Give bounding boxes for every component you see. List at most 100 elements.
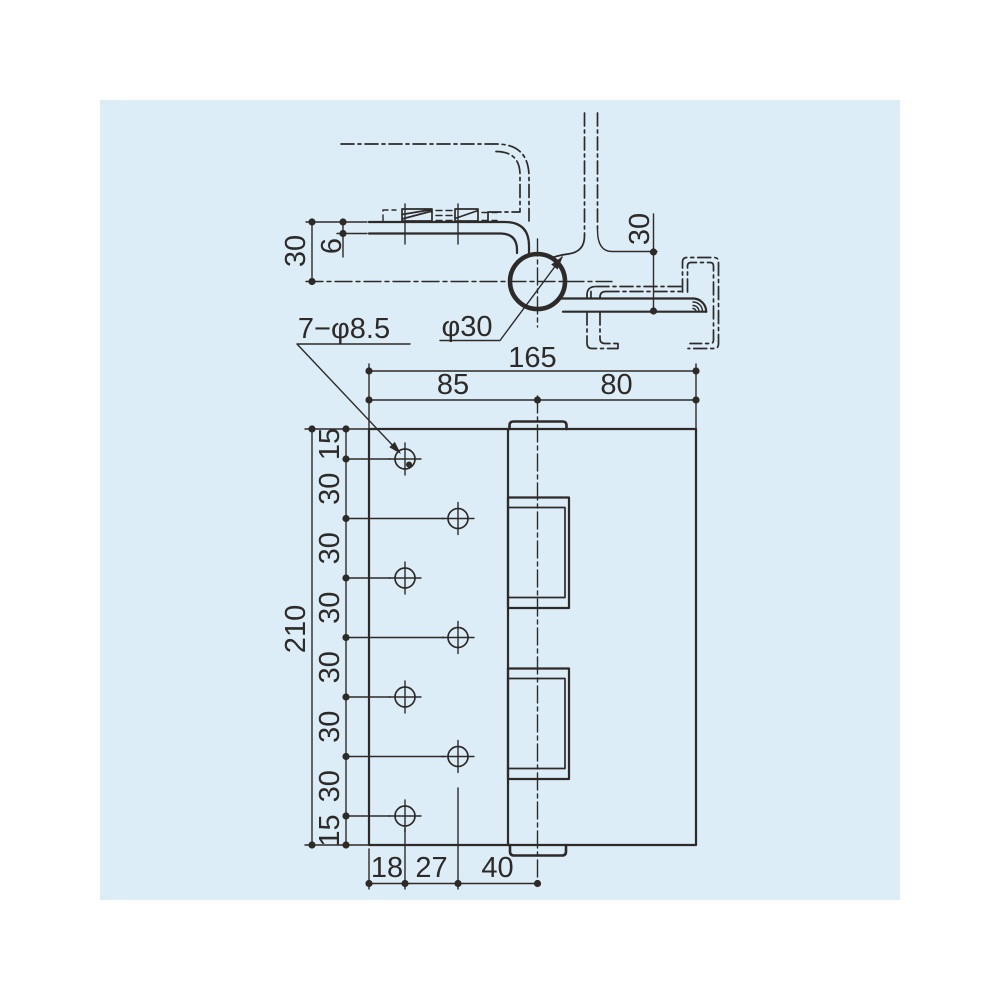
- dim-dot: [342, 514, 350, 523]
- dim-total-height-label: 210: [280, 605, 312, 653]
- dim-right-offset-label: 30: [624, 213, 656, 245]
- dim-dot: [339, 218, 347, 226]
- pin-top-cap: [508, 420, 568, 431]
- right-frame-chain-doubles: [586, 285, 682, 298]
- dim-dot: [365, 367, 373, 375]
- dim-dot: [401, 879, 409, 888]
- dim-dot: [692, 396, 700, 404]
- hole-crosshair: [388, 561, 422, 595]
- dim-lines: [304, 428, 370, 846]
- sleeve-outline: [506, 667, 571, 781]
- hole-note-text: 7−φ8.5: [298, 313, 390, 345]
- hole-3: [388, 561, 422, 595]
- dim-dot: [649, 248, 658, 256]
- left-leaf-section: [367, 220, 531, 255]
- hole-crosshair: [441, 620, 475, 655]
- spacing-label-8: 15: [314, 814, 346, 846]
- spacing-label-2: 30: [314, 473, 346, 505]
- screw-bracket-dashes: [382, 209, 498, 222]
- dim-leaf-widths: 85 80: [368, 369, 697, 401]
- dim-40-label: 40: [481, 852, 513, 884]
- hole-1: [388, 442, 422, 476]
- dim-dot: [342, 812, 350, 820]
- hole-crosshair: [388, 680, 422, 714]
- dim-dot: [365, 396, 373, 404]
- dim-dot: [308, 841, 316, 849]
- dim-left-leaf-label: 85: [437, 369, 469, 401]
- hole-4: [441, 620, 475, 655]
- spacing-label-5: 30: [314, 651, 346, 683]
- frame-chain-line: [340, 143, 530, 222]
- dim-dot: [308, 277, 316, 286]
- hole-7: [388, 799, 422, 833]
- hole-6: [441, 739, 475, 774]
- hole-crosshair: [388, 442, 422, 476]
- dim-dot: [342, 633, 350, 642]
- door-phantom-strap: [551, 112, 658, 259]
- left-leaf-bottom-surface: [367, 232, 519, 255]
- right-frame-lower-left: [586, 294, 619, 350]
- dim-27-label: 27: [415, 852, 447, 884]
- dim-dot: [342, 574, 350, 582]
- spacing-label-1: 15: [314, 428, 346, 460]
- dim-dot: [649, 307, 658, 315]
- dim-dot: [342, 425, 350, 433]
- dim-dot: [692, 367, 700, 375]
- dim-total-width-label: 165: [508, 342, 556, 374]
- hole-row-leader-lines: [345, 458, 445, 817]
- dim-bottom-offsets: 18 27 40: [368, 787, 539, 890]
- dim-total-height-210: 210: [280, 428, 370, 846]
- spacing-label-4: 30: [314, 592, 346, 624]
- sleeve-inner-lines: [507, 506, 566, 599]
- pin-diameter-text: φ30: [441, 311, 492, 343]
- dim-18-label: 18: [371, 852, 403, 884]
- dimension-dots: [308, 218, 700, 888]
- front-view: 7−φ8.5 165 85 80 210 15 30 30 30 30 30: [280, 313, 698, 890]
- dim-thickness-label: 6: [316, 238, 348, 254]
- dim-dot: [342, 455, 350, 463]
- dim-dot: [533, 396, 542, 404]
- label-pin-diameter: φ30: [439, 256, 563, 343]
- dim-dot: [533, 879, 542, 888]
- dim-dot: [342, 693, 350, 701]
- dim-dot: [342, 752, 350, 761]
- dim-ext-lines: [305, 221, 368, 283]
- hole-crosshair: [441, 501, 475, 536]
- dim-left-offset-30: 30: [280, 221, 368, 283]
- right-leaf-rolled-end: [691, 297, 708, 313]
- door-strap-lines: [583, 112, 599, 237]
- knuckle-sleeve-lower: [506, 667, 571, 781]
- dim-dot: [342, 841, 350, 849]
- spacing-label-7: 30: [314, 770, 346, 802]
- screw-center-lines: [404, 203, 459, 245]
- drawing-panel-background: [100, 100, 900, 900]
- door-strap-curve-to-pin: [551, 235, 586, 259]
- hole-note-leader: [296, 343, 411, 451]
- spacing-label-3: 30: [314, 532, 346, 564]
- pin-diameter-arrowhead: [551, 256, 563, 270]
- dim-lines: [368, 787, 539, 890]
- dim-left-offset-label: 30: [280, 235, 312, 267]
- hole-crosshair: [441, 739, 475, 774]
- dim-dot: [365, 879, 373, 888]
- dim-dot: [308, 218, 316, 226]
- sleeve-outline: [506, 496, 571, 610]
- dim-right-offset-30: 30: [624, 213, 656, 312]
- dim-thickness-6: 6: [316, 221, 368, 258]
- hole-5: [388, 680, 422, 714]
- top-view-section: 30 6 30 φ30: [280, 112, 720, 350]
- hole-note-dot: [406, 461, 412, 468]
- right-frame-phantom-outline: [586, 256, 720, 350]
- left-leaf-top-surface: [367, 220, 531, 255]
- sleeve-inner-lines: [507, 677, 566, 770]
- spacing-label-6: 30: [314, 711, 346, 743]
- dim-dot: [308, 425, 316, 433]
- dim-dot: [454, 879, 462, 888]
- right-frame-channel-inner: [686, 261, 715, 345]
- dim-hole-spacing-chain: 15 30 30 30 30 30 30 15: [314, 428, 445, 847]
- dim-dot: [339, 229, 347, 238]
- knuckle-sleeve-upper: [506, 496, 571, 610]
- pin-diameter-leader: [439, 256, 563, 342]
